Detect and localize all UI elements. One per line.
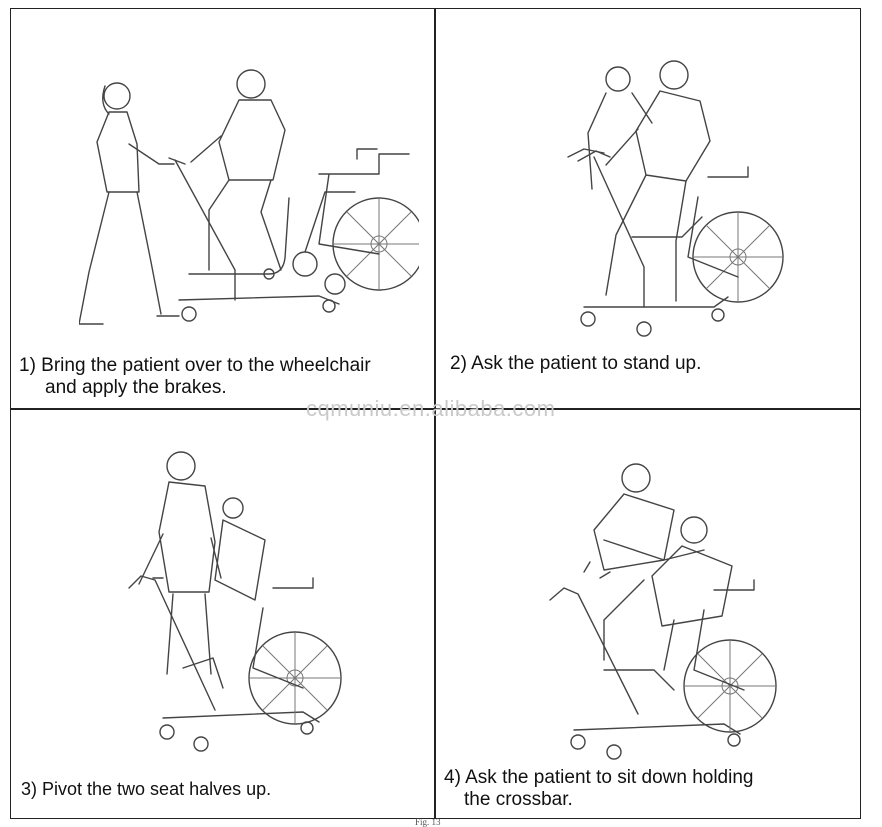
step-3-illustration (123, 438, 353, 758)
horizontal-divider (11, 408, 860, 410)
step-panel-3: 3) Pivot the two seat halves up. (11, 410, 434, 818)
step-2-caption-line1: 2) Ask the patient to stand up. (450, 353, 702, 374)
step-2-illustration (548, 57, 788, 342)
step-1-illustration (79, 64, 419, 334)
step-4-caption-line2: the crossbar. (464, 789, 573, 810)
step-4-caption-line1: 4) Ask the patient to sit down holding (444, 767, 754, 788)
step-panel-1: 1) Bring the patient over to the wheelch… (11, 9, 434, 408)
watermark-text: cqmuniu.en.alibaba.com (306, 396, 556, 421)
step-panel-2: 2) Ask the patient to stand up. (436, 9, 860, 408)
step-4-illustration (544, 460, 794, 760)
step-1-caption: 1) Bring the patient over to the wheelch… (19, 355, 371, 399)
step-4-caption: 4) Ask the patient to sit down holding t… (444, 767, 753, 811)
step-3-caption: 3) Pivot the two seat halves up. (21, 778, 271, 800)
vertical-divider (434, 9, 436, 818)
step-1-caption-line1: 1) Bring the patient over to the wheelch… (19, 355, 371, 376)
figure-label: Fig. 13 (415, 817, 441, 827)
step-1-caption-line2: and apply the brakes. (45, 377, 227, 398)
step-panel-4: 4) Ask the patient to sit down holding t… (436, 410, 860, 818)
step-2-caption: 2) Ask the patient to stand up. (450, 353, 701, 375)
step-3-caption-line1: 3) Pivot the two seat halves up. (21, 779, 272, 799)
instruction-grid: 1) Bring the patient over to the wheelch… (10, 8, 861, 819)
